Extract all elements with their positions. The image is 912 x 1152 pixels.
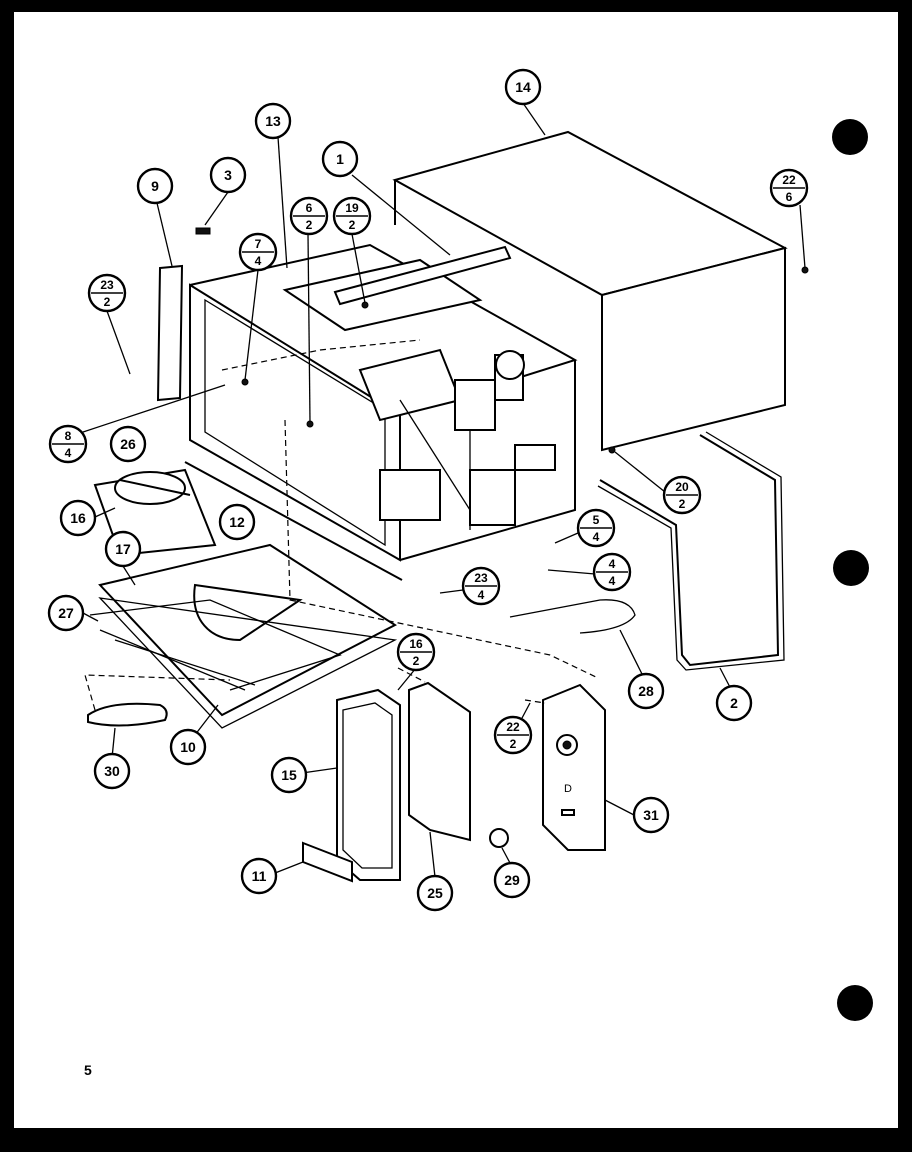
- fraction-6-2-bottom: 2: [306, 218, 313, 232]
- callout-28-label: 28: [638, 683, 654, 699]
- callout-26-label: 26: [120, 436, 136, 452]
- fraction-22-6-bottom: 6: [786, 190, 793, 204]
- callout-31-label: 31: [643, 807, 659, 823]
- callout-14: 14: [504, 68, 542, 106]
- rail-12: [184, 461, 403, 581]
- fraction-22-2-top: 22: [506, 720, 520, 734]
- fraction-5-4-bottom: 4: [593, 530, 600, 544]
- fraction-5-4-top: 5: [593, 513, 600, 527]
- callout-12: 12: [218, 503, 256, 541]
- control-panel: D: [542, 683, 606, 851]
- base-plate: [89, 543, 398, 729]
- callout-30-label: 30: [104, 763, 120, 779]
- callout-17-label: 17: [115, 541, 131, 557]
- callout-31: 31: [632, 796, 670, 834]
- door-trim: [302, 841, 353, 883]
- knob: [489, 828, 509, 848]
- fraction-23-4-bottom: 4: [478, 588, 485, 602]
- wire-harness: [509, 599, 636, 634]
- lamp-bulb: [87, 702, 168, 727]
- fraction-callout-22-6: 226: [769, 168, 809, 208]
- fraction-23-4-top: 23: [474, 571, 488, 585]
- fraction-6-2-top: 6: [306, 201, 313, 215]
- fraction-23-2-top: 23: [100, 278, 114, 292]
- fraction-16-2-top: 16: [409, 637, 423, 651]
- fraction-8-4-top: 8: [65, 429, 72, 443]
- callout-9: 9: [136, 167, 174, 205]
- control-panel-letter: D: [564, 783, 572, 795]
- callout-30: 30: [93, 752, 131, 790]
- top-bracket: [333, 245, 512, 306]
- fraction-callout-7-4: 74: [238, 232, 278, 272]
- page-number: 5: [84, 1062, 92, 1078]
- callout-26: 26: [109, 425, 147, 463]
- callout-29-label: 29: [504, 872, 520, 888]
- callout-1: 1: [321, 140, 359, 178]
- fraction-16-2-bottom: 2: [413, 654, 420, 668]
- callout-17: 17: [104, 530, 142, 568]
- fraction-19-2-bottom: 2: [349, 218, 356, 232]
- callout-2-label: 2: [730, 695, 738, 711]
- fraction-23-2-bottom: 2: [104, 295, 111, 309]
- fraction-callout-16-2: 162: [396, 632, 436, 672]
- fraction-22-6-top: 22: [782, 173, 796, 187]
- fraction-callout-4-4: 44: [592, 552, 632, 592]
- fraction-19-2-top: 19: [345, 201, 359, 215]
- callout-25: 25: [416, 874, 454, 912]
- callout-10: 10: [169, 728, 207, 766]
- fraction-7-4-top: 7: [255, 237, 262, 251]
- callout-1-label: 1: [336, 151, 344, 167]
- callout-11: 11: [240, 857, 278, 895]
- outer-cabinet: [392, 130, 809, 454]
- callout-13: 13: [254, 102, 292, 140]
- callout-14-label: 14: [515, 79, 531, 95]
- callout-11-label: 11: [252, 868, 267, 884]
- fraction-4-4-bottom: 4: [609, 574, 616, 588]
- callout-13-label: 13: [265, 113, 281, 129]
- fraction-callout-6-2: 62: [289, 196, 329, 236]
- callout-15-label: 15: [281, 767, 297, 783]
- callout-29: 29: [493, 861, 531, 899]
- fraction-callout-23-4: 234: [461, 566, 501, 606]
- callout-28: 28: [627, 672, 665, 710]
- callout-25-label: 25: [427, 885, 443, 901]
- binder-hole-top: [832, 119, 868, 155]
- callout-10-label: 10: [180, 739, 196, 755]
- callout-16-label: 16: [70, 510, 86, 526]
- fraction-callout-22-2: 222: [493, 715, 533, 755]
- callout-27-label: 27: [58, 605, 74, 621]
- door-panel: [336, 688, 401, 881]
- callout-27: 27: [47, 594, 85, 632]
- fraction-callout-20-2: 202: [662, 475, 702, 515]
- binder-hole-middle: [833, 550, 869, 586]
- hinge-strip: [156, 264, 184, 402]
- power-cord: [599, 434, 780, 667]
- fraction-20-2-top: 20: [675, 480, 689, 494]
- callout-16: 16: [59, 499, 97, 537]
- inner-panel: [408, 681, 471, 842]
- binder-hole-bottom: [837, 985, 873, 1021]
- callout-2: 2: [715, 684, 753, 722]
- fraction-4-4-top: 4: [609, 557, 616, 571]
- callout-9-label: 9: [151, 178, 159, 194]
- fraction-7-4-bottom: 4: [255, 254, 262, 268]
- callout-3-label: 3: [224, 167, 232, 183]
- fraction-8-4-bottom: 4: [65, 446, 72, 460]
- callout-12-label: 12: [229, 514, 245, 530]
- fraction-callout-5-4: 54: [576, 508, 616, 548]
- fraction-callout-19-2: 192: [332, 196, 372, 236]
- fraction-callout-8-4: 84: [48, 424, 88, 464]
- callout-15: 15: [270, 756, 308, 794]
- fraction-20-2-bottom: 2: [679, 497, 686, 511]
- callout-3: 3: [209, 156, 247, 194]
- fraction-22-2-bottom: 2: [510, 737, 517, 751]
- small-clip: [195, 227, 211, 235]
- fraction-callout-23-2: 232: [87, 273, 127, 313]
